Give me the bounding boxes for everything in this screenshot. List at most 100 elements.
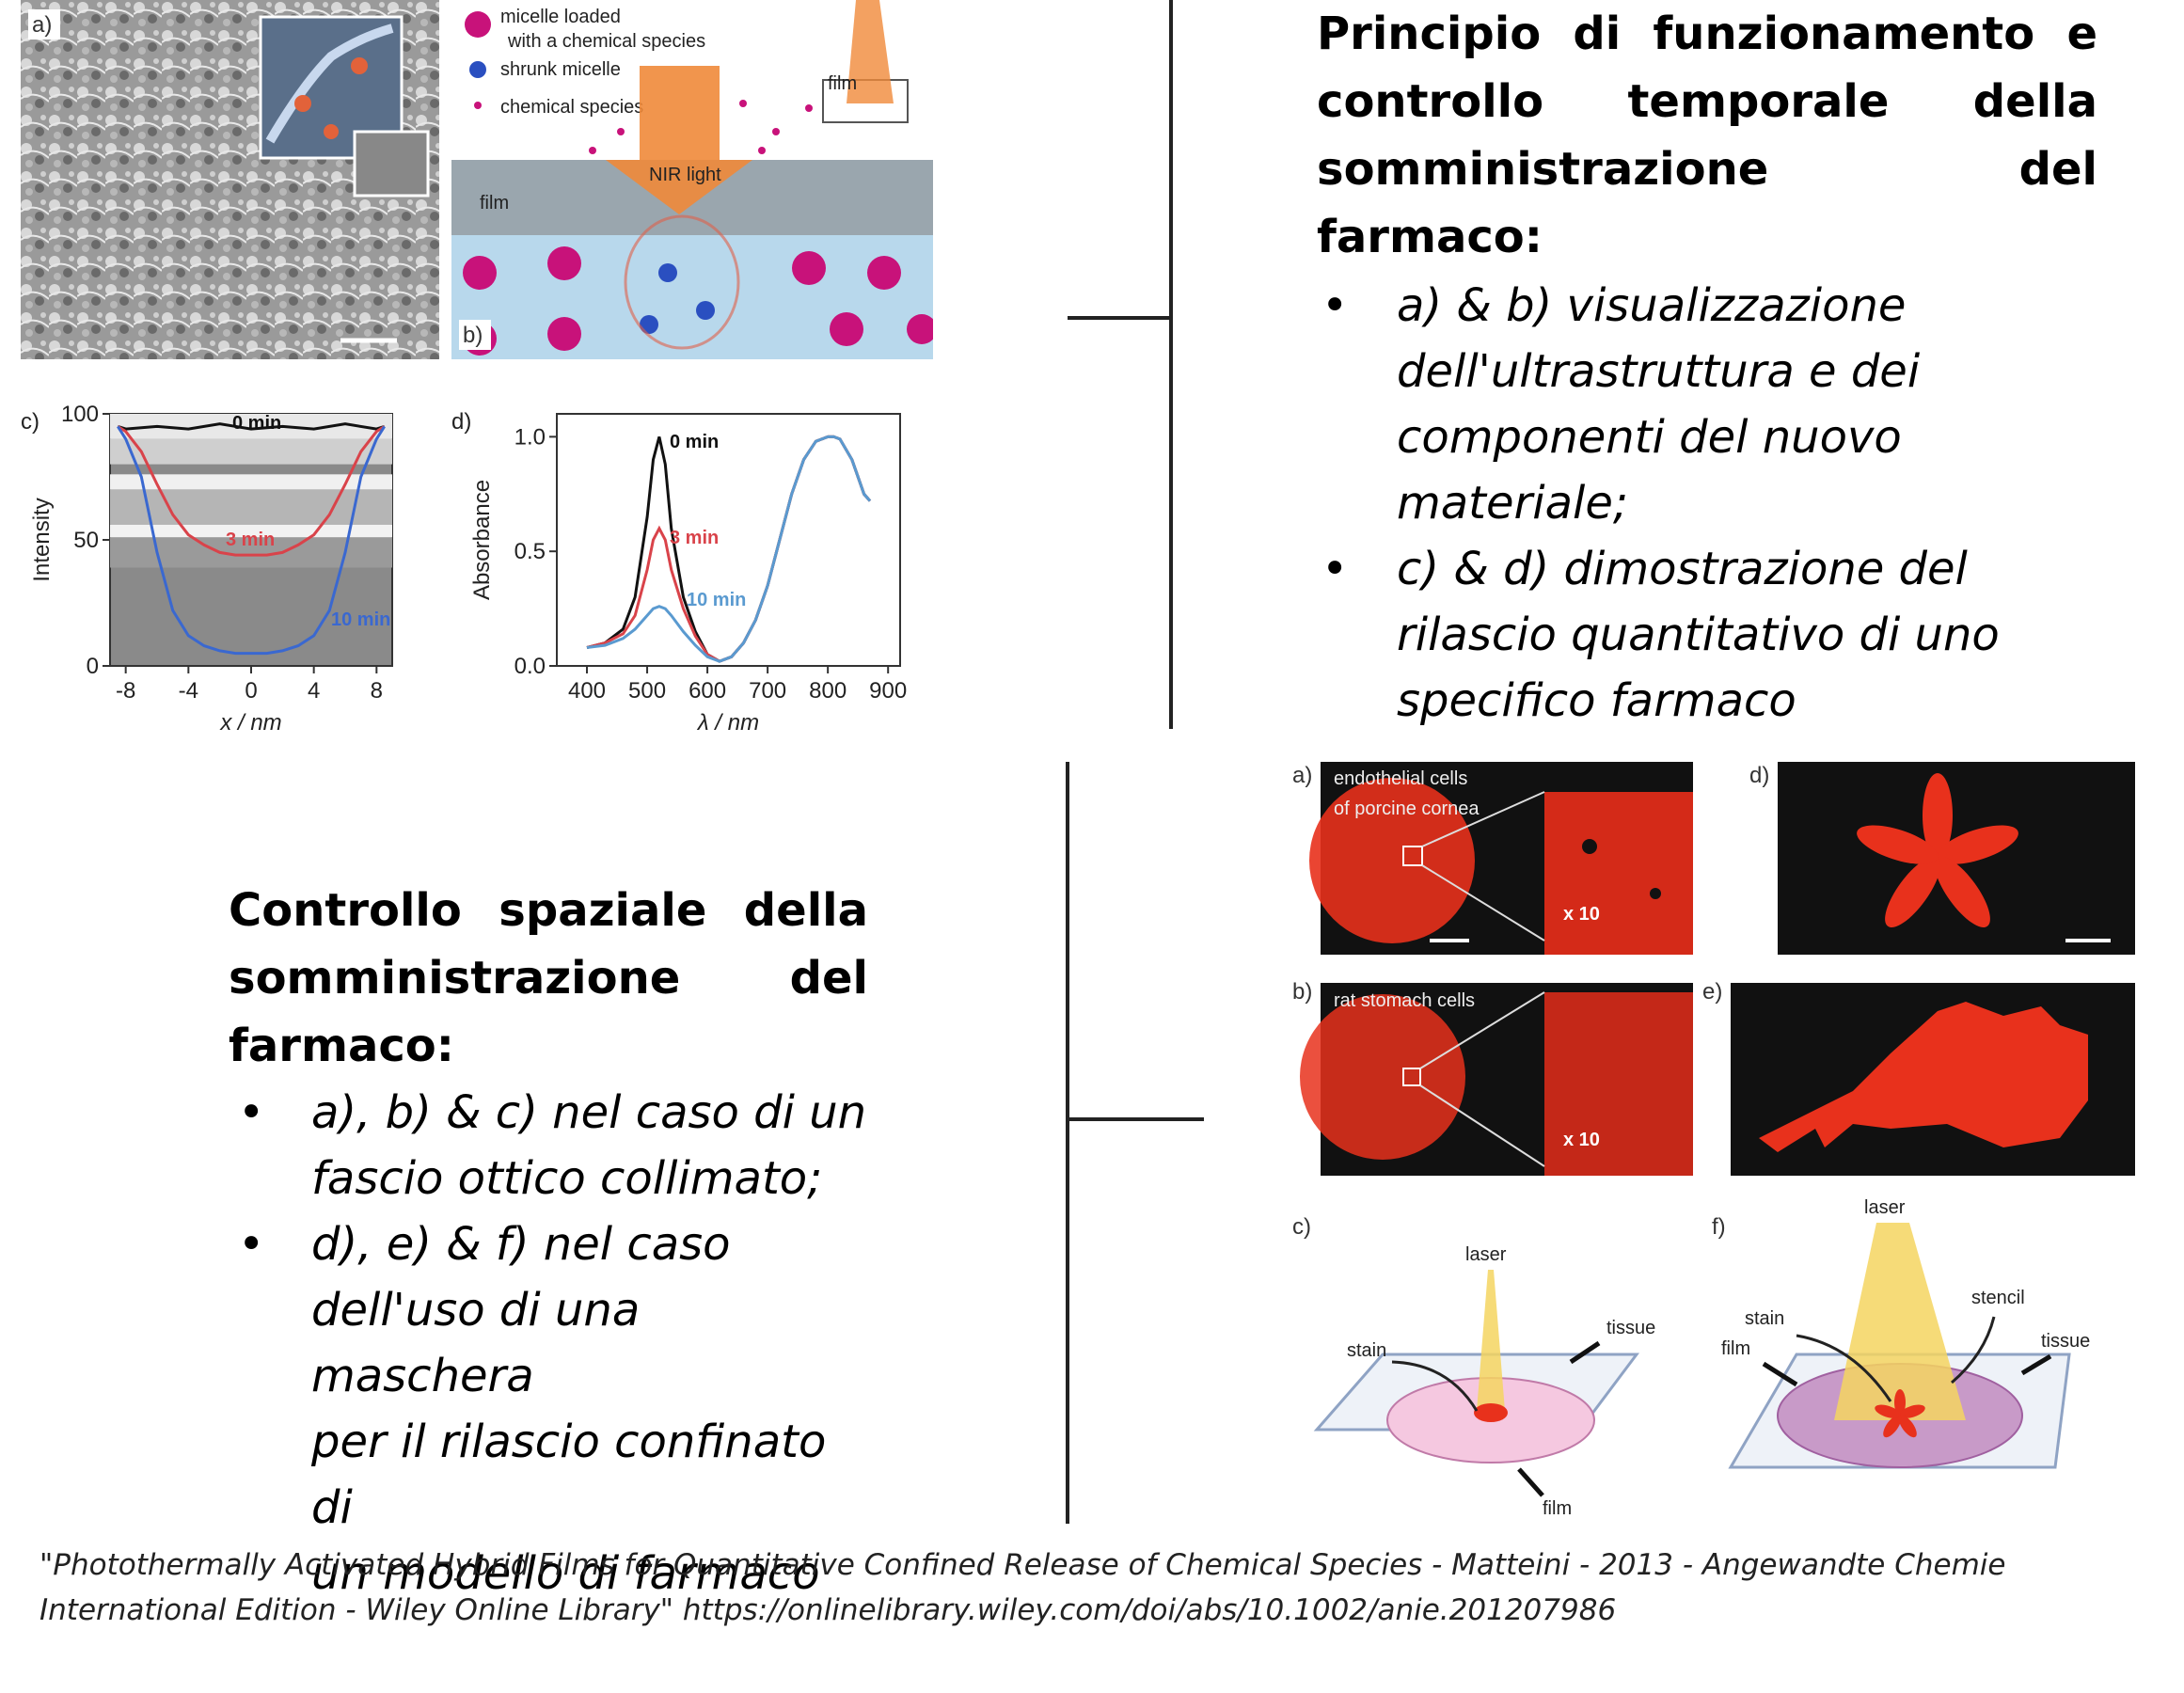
panel-f-tissue-label: tissue (2041, 1331, 2090, 1352)
x-tick-label: 700 (749, 678, 786, 704)
panel-a-text-1: endothelial cells (1334, 768, 1467, 789)
panel-b-zoom (1544, 992, 1693, 1176)
x-tick-label: 800 (809, 678, 847, 704)
nir-label: NIR light (649, 165, 721, 185)
plot-band (110, 524, 392, 538)
spatial-bullet-1-line-2: fascio ottico collimato; (311, 1152, 823, 1205)
x-tick-label: 8 (371, 678, 383, 704)
y-tick-label: 0.0 (514, 654, 546, 679)
inset-fiber (265, 24, 394, 144)
series-label: 3 min (670, 528, 719, 548)
panel-c-tissue-label: tissue (1606, 1318, 1655, 1338)
panel-b-text: rat stomach cells (1334, 990, 1475, 1011)
bullet-1-line-1: a) & b) visualizzazione (1397, 279, 1907, 332)
x-tick-label: -4 (179, 678, 198, 704)
x-tick-label: 400 (568, 678, 606, 704)
x-tick-label: -8 (116, 678, 135, 704)
x-tick-label: 0 (245, 678, 257, 704)
nir-arrow (606, 66, 752, 214)
panel-d-star (1857, 773, 2018, 928)
series-line-10-min (586, 435, 872, 663)
panel-c-laser-label: laser (1465, 1244, 1507, 1265)
spatial-heading-line-2: somministrazione del (229, 952, 868, 1005)
panel-c-spot (1474, 1403, 1508, 1422)
spatial-bullet-2-line-2: dell'uso di una maschera (311, 1284, 641, 1402)
spatial-heading-line-3: farmaco: (229, 1020, 454, 1072)
panel-a-text-2: of porcine cornea (1334, 799, 1480, 819)
panel-label-b: b) (463, 323, 483, 348)
panel-label-a: a) (32, 12, 52, 38)
legend-micelle-label: micelle loaded (500, 7, 621, 27)
panel-a-zoom-label: x 10 (1563, 904, 1600, 925)
spatial-heading-line-1: Controllo spaziale della (229, 884, 868, 937)
y-tick-label: 0 (87, 654, 99, 679)
panel-f-stain-label: stain (1745, 1308, 1784, 1329)
panel-c-stain-label: stain (1347, 1340, 1386, 1361)
panel-label-f: f) (1712, 1214, 1726, 1240)
plot-band (110, 474, 392, 490)
series-line-0-min (117, 422, 386, 431)
series-line-10-min (117, 425, 386, 656)
caption-line-2: International Edition - Wiley Online Lib… (40, 1593, 1617, 1627)
bullet-2-line-2: rilascio quantitativo di uno (1397, 609, 2000, 661)
x-axis-label: x / nm (219, 710, 281, 736)
figure-bottom-right: a) endothelial cells of porcine cornea x… (1292, 762, 2135, 1519)
plot-band (110, 489, 392, 525)
legend-micelle-icon (465, 11, 491, 38)
x-tick-label: 900 (869, 678, 907, 704)
series-label: 10 min (331, 609, 390, 630)
inset-2 (353, 130, 430, 198)
inset-particle (351, 57, 368, 74)
panel-b-roi (1402, 1068, 1421, 1086)
legend-species-icon (474, 102, 482, 109)
spatial-bullet-1-line-1: a), b) & c) nel caso di un (311, 1086, 867, 1139)
legend-micelle-label-2: with a chemical species (507, 31, 705, 52)
spatial-bullet-2-line-3: per il rilascio confinato di (311, 1416, 827, 1534)
principle-bullet-1: • a) & b) visualizzazione dell'ultrastru… (1317, 273, 2097, 536)
bullet-dot: • (238, 1218, 265, 1271)
bullet-2-line-3: specifico farmaco (1397, 674, 1796, 727)
spatial-bullet-2: • d), e) & f) nel caso dell'uso di una m… (229, 1211, 868, 1606)
x-tick-label: 500 (628, 678, 666, 704)
inset-particle (324, 124, 339, 139)
bottom-left-text-block: Controllo spaziale della somministrazion… (229, 877, 868, 1606)
bullet-1-line-4: materiale; (1397, 477, 1629, 530)
series-line-3-min (117, 425, 386, 557)
bullet-1-line-3: componenti del nuovo (1397, 411, 1902, 464)
panel-e-dolphin (1759, 1002, 2088, 1152)
panel-a-cornea (1309, 778, 1475, 943)
principle-heading-line-1: Principio di funzionamento e (1317, 8, 2097, 60)
principle-bullet-list: • a) & b) visualizzazione dell'ultrastru… (1317, 273, 2097, 734)
y-tick-label: 1.0 (514, 424, 546, 450)
principle-bullet-2: • c) & d) dimostrazione del rilascio qua… (1317, 536, 2097, 734)
x-tick-label: 600 (688, 678, 726, 704)
figure-b-schematic: micelle loaded with a chemical species s… (451, 0, 933, 359)
panel-b-zoom-label: x 10 (1563, 1130, 1600, 1150)
series-label: 10 min (687, 590, 746, 610)
bullet-dot: • (238, 1086, 265, 1139)
panel-f-laser-label: laser (1864, 1197, 1906, 1218)
panel-f-stencil-label: stencil (1971, 1288, 2025, 1308)
citation-caption: "Photothermally Activated Hybrid Films f… (40, 1543, 2146, 1633)
panel-label-a: a) (1292, 763, 1312, 788)
series-label: 0 min (232, 413, 281, 434)
y-axis-label: Absorbance (469, 480, 495, 600)
y-tick-label: 0.5 (514, 539, 546, 564)
x-tick-label: 4 (308, 678, 320, 704)
heat-ring (624, 214, 740, 350)
panel-f-star-spot (1875, 1389, 1925, 1438)
chart-panel-label: c) (21, 409, 40, 435)
panel-a-zoom (1544, 792, 1693, 955)
legend-shrunk-label: shrunk micelle (500, 59, 621, 80)
panel-b-stomach (1300, 994, 1465, 1160)
plot-frame (556, 413, 901, 667)
inset-beam (847, 0, 894, 103)
bullet-dot: • (1321, 279, 1349, 332)
top-right-text-block: Principio di funzionamento e controllo t… (1317, 0, 2097, 734)
principle-heading-line-3: somministrazione del farmaco: (1317, 143, 2097, 263)
panel-f-film-label: film (1721, 1338, 1750, 1359)
panel-label-d: d) (1749, 763, 1769, 788)
